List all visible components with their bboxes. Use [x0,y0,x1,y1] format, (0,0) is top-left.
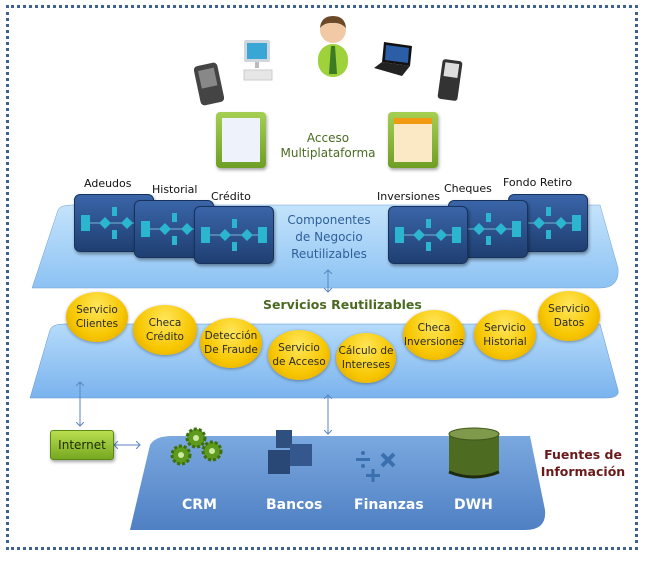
service-line1: Servicio [278,342,320,354]
cubes-icon [268,430,312,474]
service-line2: de Acceso [272,356,326,368]
pda-icon [194,62,224,106]
service-line1: Detección [204,330,258,342]
source-crm: CRM [182,497,217,513]
service-acceso[interactable]: Servicio de Acceso [268,330,330,380]
sources-title-line2: Información [540,464,626,479]
service-line2: Datos [553,317,585,329]
service-calculo-intereses[interactable]: Cálculo de Intereses [336,333,396,383]
services-title: Servicios Reutilizables [263,297,422,312]
components-title: Componentes de Negocio Reutilizables [274,212,384,263]
service-line1: Checa [417,322,451,334]
service-line2: Historial [483,336,527,348]
web-screen-left [216,112,266,168]
source-bancos: Bancos [266,497,323,513]
component-label-cheques: Cheques [444,182,492,195]
components-title-line1: Componentes [287,213,371,227]
web-screen-right [388,112,438,168]
user-icon [318,16,348,77]
internet-button[interactable]: Internet [50,430,114,460]
access-title-line2: Multiplataforma [280,146,376,160]
component-label-adeudos: Adeudos [84,177,132,190]
service-line1: Cálculo de [338,345,394,357]
desktop-icon [243,40,273,81]
service-line2: De Fraude [204,344,258,356]
component-credito[interactable] [194,206,274,264]
service-line2: Intereses [341,359,391,371]
math-operators-icon [356,451,396,482]
sources-title-line1: Fuentes de [544,447,622,462]
mobile-phone-icon [437,59,463,101]
component-inversiones[interactable] [388,206,468,264]
component-label-credito: Crédito [211,190,251,203]
sources-title: Fuentes de Información [538,446,628,480]
workflow-icon [201,219,267,251]
workflow-icon [395,219,461,251]
component-label-historial: Historial [152,183,198,196]
access-title: Acceso Multiplataforma [278,131,378,161]
internet-label: Internet [58,438,106,452]
service-line1: Checa [148,317,182,329]
source-dwh: DWH [454,497,493,513]
database-icon [448,427,500,479]
service-line2: Inversiones [403,336,465,348]
sources-band [130,436,546,530]
service-line1: Servicio [484,322,526,334]
service-line1: Servicio [76,304,118,316]
service-deteccion-fraude[interactable]: Detección De Fraude [200,318,262,368]
components-title-line2: de Negocio [295,230,363,244]
component-label-fondo-retiro: Fondo Retiro [503,176,573,189]
laptop-icon [374,42,412,76]
access-title-line1: Acceso [306,131,350,145]
service-line2: Crédito [145,331,184,343]
components-title-line3: Reutilizables [291,247,367,261]
component-label-inversiones: Inversiones [377,190,441,203]
service-line2: Clientes [75,318,119,330]
service-line1: Servicio [548,303,590,315]
diagram-border [6,5,638,550]
source-finanzas: Finanzas [354,497,424,513]
gears-icon [170,427,223,466]
